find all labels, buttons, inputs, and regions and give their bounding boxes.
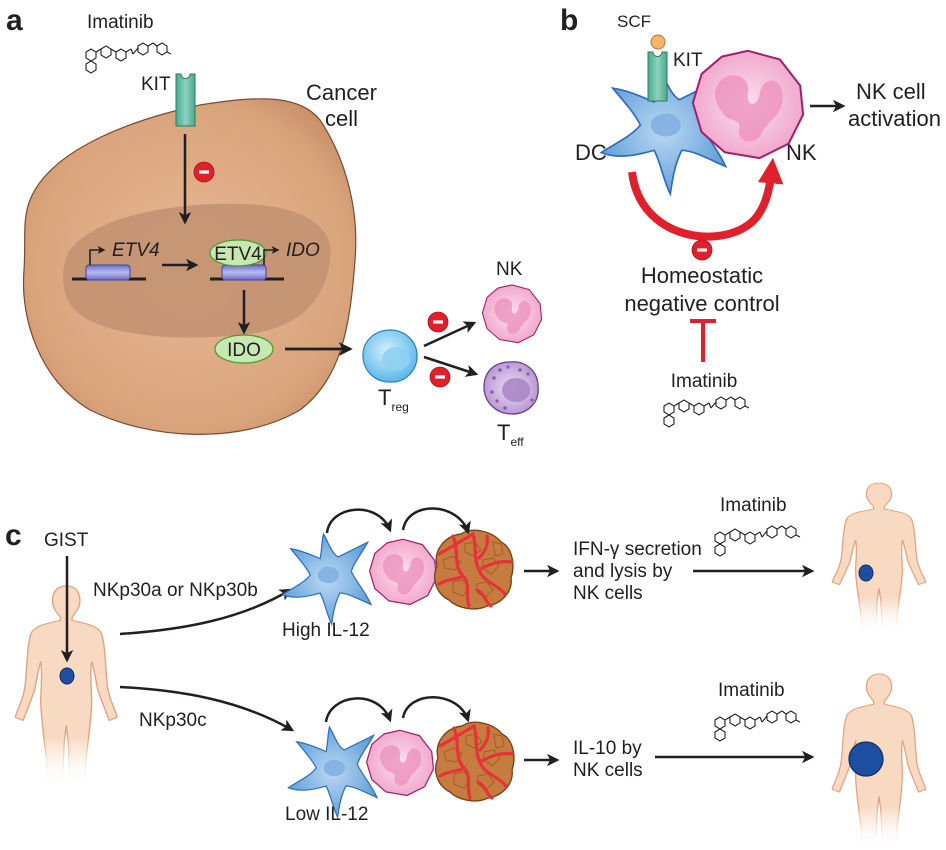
panel-c-letter: c: [5, 519, 22, 552]
nk-label-a: NK: [496, 259, 523, 280]
top-outcome-line-2: and lysis by: [573, 561, 673, 582]
nk-cell-bottom: [365, 729, 435, 797]
panel-b: b SCF KIT DC NK NK cell activation Homeo…: [560, 4, 941, 428]
promoter-arrow-2-icon: [263, 246, 280, 265]
treg-cell: [362, 329, 418, 383]
low-il12-label: Low IL-12: [285, 804, 368, 825]
panel-a-letter: a: [6, 4, 23, 37]
treg-to-nk-arrow: [423, 321, 477, 348]
gene-box-ido: [221, 264, 267, 281]
imatinib-molecule-b-icon: [663, 396, 750, 428]
bottom-pathway-arrow: [119, 685, 295, 732]
gist-label: GIST: [44, 530, 89, 551]
kit-label: KIT: [141, 74, 171, 95]
panel-b-letter: b: [560, 4, 578, 37]
cancer-label-2: cell: [325, 106, 358, 131]
ido-protein-label: IDO: [227, 340, 261, 361]
tumor-spot-small: [858, 564, 874, 582]
kit-receptor-icon: [175, 73, 196, 127]
tumor-mass-top: [433, 528, 515, 611]
imatinib-molecule-bottom-icon: [714, 710, 801, 742]
kit-receptor-b-icon: [647, 51, 668, 102]
dc-cell-top: [281, 533, 372, 625]
gene-box-etv4: [85, 264, 131, 281]
homeostatic-label-2: negative control: [624, 291, 779, 316]
top-pathway-arrow: [119, 588, 293, 636]
bottom-outcome-line-2: NK cells: [573, 760, 643, 781]
dc-to-nk-arrow-top: [325, 508, 393, 534]
tumor-mass-bottom: [434, 720, 516, 803]
imatinib-label-bottom: Imatinib: [718, 680, 785, 701]
imatinib-label: Imatinib: [87, 12, 154, 33]
top-outcome-line-3: NK cells: [573, 583, 643, 604]
etv4-protein-label: ETV4: [214, 244, 262, 265]
gene-ido-label: IDO: [286, 240, 320, 261]
gene-etv4-label: ETV4: [112, 240, 160, 261]
inhibition-bar-icon: [690, 319, 716, 362]
homeostatic-label-1: Homeostatic: [641, 263, 763, 288]
teff-label: Teff: [497, 420, 524, 449]
treg-to-teff-arrow: [423, 355, 479, 377]
nk-to-tumor-arrow-top: [401, 507, 471, 535]
kit-label-b: KIT: [673, 50, 703, 71]
promoter-arrow-1-icon: [89, 246, 106, 265]
high-il12-label: High IL-12: [282, 620, 370, 641]
inhibit-badge-icon: [193, 161, 215, 183]
activation-label-1: NK cell: [856, 79, 926, 104]
dc-label: DC: [575, 140, 607, 165]
scf-ligand-icon: [650, 34, 666, 50]
path-bottom-label: NKp30c: [139, 710, 207, 731]
dc-to-nk-red-arrow: [628, 157, 784, 241]
tumor-spot-large: [848, 741, 884, 777]
scf-label: SCF: [617, 12, 651, 31]
bottom-outcome-line-1: IL-10 by: [573, 738, 642, 759]
imatinib-molecule-icon: [85, 42, 172, 74]
treg-label: Treg: [378, 385, 409, 414]
nk-cell-top: [368, 538, 438, 606]
top-outcome-line-1: IFN-γ secretion: [573, 539, 702, 560]
activation-label-2: activation: [848, 106, 941, 131]
nk-label-b: NK: [786, 140, 817, 165]
panel-c: c GIST NKp30a or NKp30b NKp30c High IL-1…: [5, 482, 927, 850]
nk-to-tumor-arrow-bottom: [401, 696, 471, 723]
ido-protein: [214, 334, 274, 364]
cancer-label-1: Cancer: [306, 80, 377, 105]
inhibit-teff-badge-icon: [429, 366, 451, 388]
path-top-label: NKp30a or NKp30b: [93, 580, 258, 601]
nk-cell-small: [481, 284, 543, 344]
patient-body-top-right: [831, 482, 927, 636]
inhibit-badge-b-icon: [691, 239, 713, 261]
dc-to-nk-arrow-bottom: [324, 697, 393, 723]
imatinib-molecule-top-icon: [714, 525, 801, 557]
panel-a: a Imatinib KIT Cancer cell ETV4 ETV4 IDO…: [6, 4, 543, 449]
teff-cell: [483, 361, 539, 415]
inhibit-nk-badge-icon: [427, 311, 449, 333]
imatinib-label-top: Imatinib: [720, 495, 787, 516]
etv4-protein: [209, 239, 267, 267]
imatinib-label-b: Imatinib: [671, 371, 738, 392]
gist-tumor-small: [59, 667, 75, 685]
